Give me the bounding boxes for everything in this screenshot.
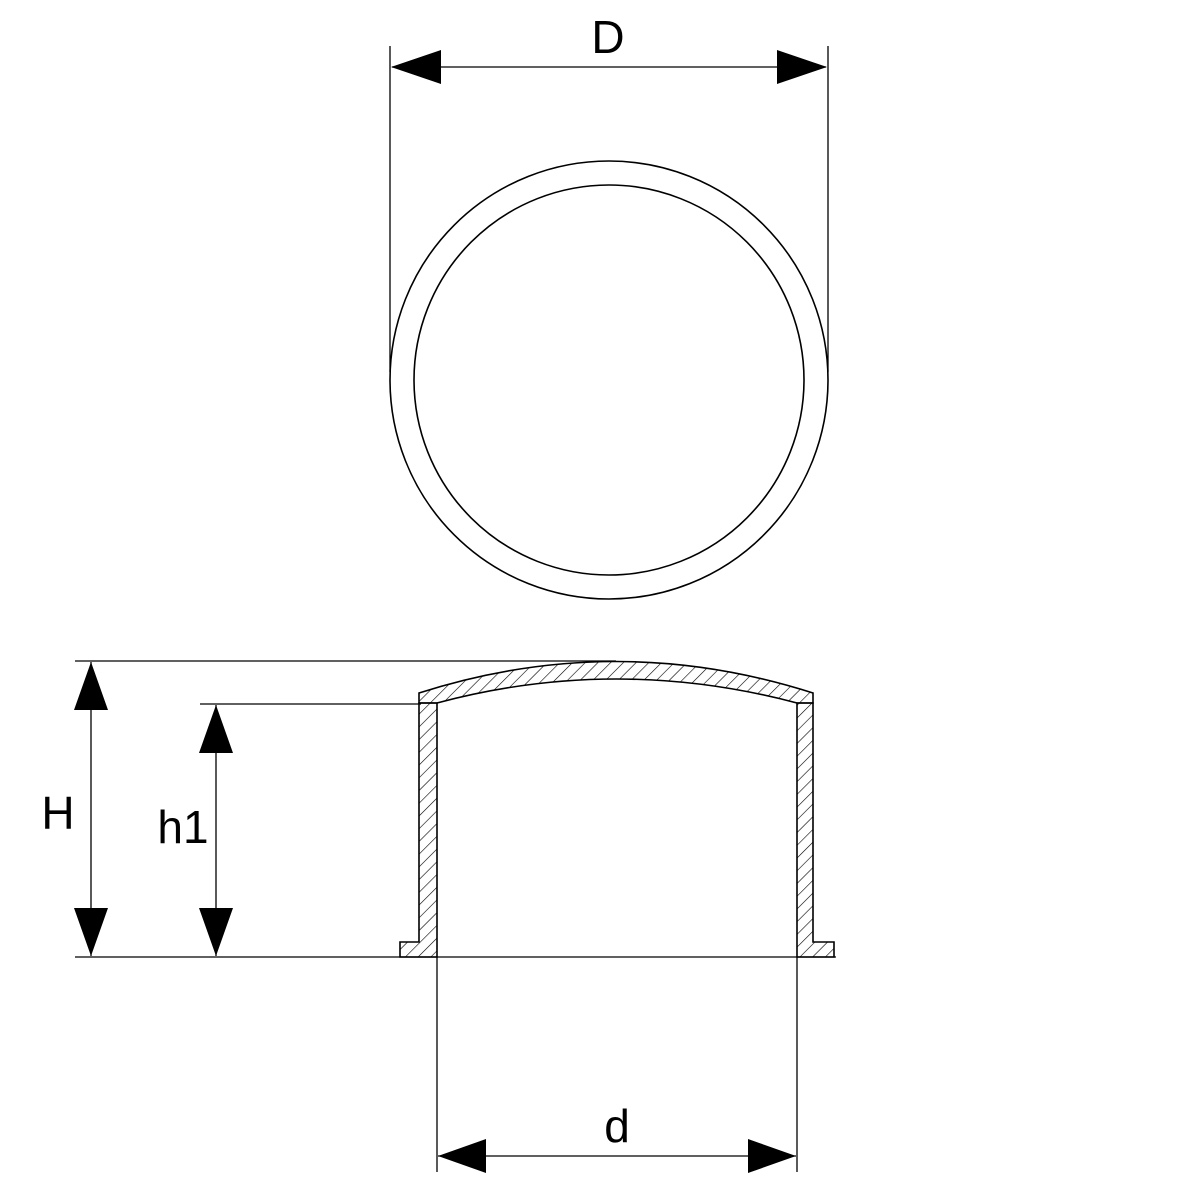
arrowhead-h1-top	[199, 705, 233, 753]
arrowhead-D-left	[391, 50, 441, 84]
left-wall-section	[399, 702, 438, 958]
arrowhead-D-right	[777, 50, 827, 84]
label-D: D	[591, 11, 624, 63]
dome-top-section	[418, 660, 814, 704]
arrowhead-d-left	[438, 1139, 486, 1173]
top-view: D	[389, 11, 829, 600]
inner-circle	[413, 184, 805, 576]
label-H: H	[41, 787, 74, 839]
label-d: d	[604, 1100, 630, 1152]
outer-circle	[389, 160, 829, 600]
arrowhead-h1-bottom	[199, 908, 233, 956]
side-section-view: H h1 d	[41, 660, 836, 1173]
arrowhead-d-right	[748, 1139, 796, 1173]
arrowhead-H-top	[74, 662, 108, 710]
right-wall-section	[796, 702, 835, 958]
label-h1: h1	[157, 801, 208, 853]
arrowhead-H-bottom	[74, 908, 108, 956]
